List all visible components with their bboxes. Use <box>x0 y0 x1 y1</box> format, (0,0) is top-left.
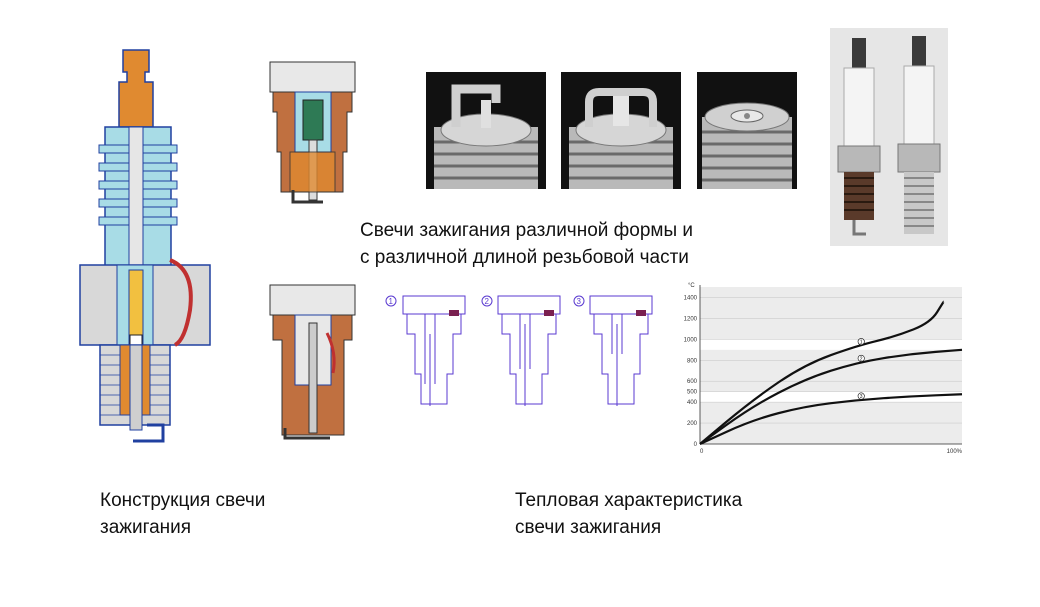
series-marker-1 <box>857 338 865 346</box>
y-tick-labels: 0 200 400 500 600 800 1000 1200 1400 <box>684 295 698 448</box>
thermal-characteristic-chart: °C 0 200 400 500 600 800 1000 1200 1400 0 100% 1 2… <box>684 283 963 455</box>
thread-section <box>99 344 171 431</box>
construction-caption-line1: Конструкция свечи <box>100 490 266 511</box>
thermal-caption-line1: Тепловая характеристика <box>515 490 743 511</box>
spark-plugs-photo <box>830 28 948 246</box>
svg-text:1: 1 <box>389 297 394 306</box>
terminal-nut <box>118 49 154 128</box>
chart-series: 1 2 3 <box>699 301 963 445</box>
x-tick-labels: 0 100% <box>700 449 963 455</box>
series-marker-2 <box>857 354 865 362</box>
forms-caption: Свечи зажигания различной формы и с разл… <box>360 217 693 271</box>
short-thread-cutaway-drawing <box>269 61 356 204</box>
ground-electrode <box>133 423 165 443</box>
thermal-caption-line2: свечи зажигания <box>515 517 662 538</box>
series-label-2: 2 <box>860 356 863 362</box>
electrode-photo-2 <box>561 72 681 189</box>
spark-plug-cutaway-drawing <box>79 49 211 443</box>
electrode-photo-1 <box>426 72 546 189</box>
y-tick-label: 200 <box>687 421 698 427</box>
x-tick-label: 100% <box>947 449 963 455</box>
heat-range-outlines: 1 2 3 <box>385 295 653 406</box>
y-tick-label: 800 <box>687 358 698 364</box>
y-unit-label: °C <box>688 283 695 289</box>
y-tick-label: 1000 <box>684 337 698 343</box>
series-label-1: 1 <box>860 340 863 346</box>
y-tick-label: 600 <box>687 379 698 385</box>
series-marker-3 <box>857 392 865 400</box>
y-tick-label: 400 <box>687 400 698 406</box>
series-label-3: 3 <box>860 394 863 400</box>
electrode-photo-3 <box>697 72 797 189</box>
construction-caption-line2: зажигания <box>100 517 192 538</box>
forms-caption-line1: Свечи зажигания различной формы и <box>360 220 694 241</box>
construction-caption: Конструкция свечи зажигания <box>100 487 265 541</box>
svg-text:3: 3 <box>577 297 582 306</box>
y-tick-label: 1200 <box>684 316 698 322</box>
forms-caption-line2: с различной длиной резьбовой части <box>360 247 689 268</box>
chart-bands <box>700 339 962 403</box>
series-line-1 <box>699 301 945 445</box>
series-line-3 <box>699 393 963 445</box>
svg-text:2: 2 <box>485 297 490 306</box>
thermal-caption: Тепловая характеристика свечи зажигания <box>515 487 742 541</box>
chart-band-1 <box>700 391 962 403</box>
series-line-2 <box>699 348 963 445</box>
x-tick-label: 0 <box>700 449 704 455</box>
long-thread-cutaway-drawing <box>269 284 356 440</box>
y-tick-label: 1400 <box>684 295 698 301</box>
y-tick-label: 500 <box>687 390 698 396</box>
chart-band-2 <box>700 339 962 350</box>
y-tick-label: 0 <box>694 442 698 448</box>
